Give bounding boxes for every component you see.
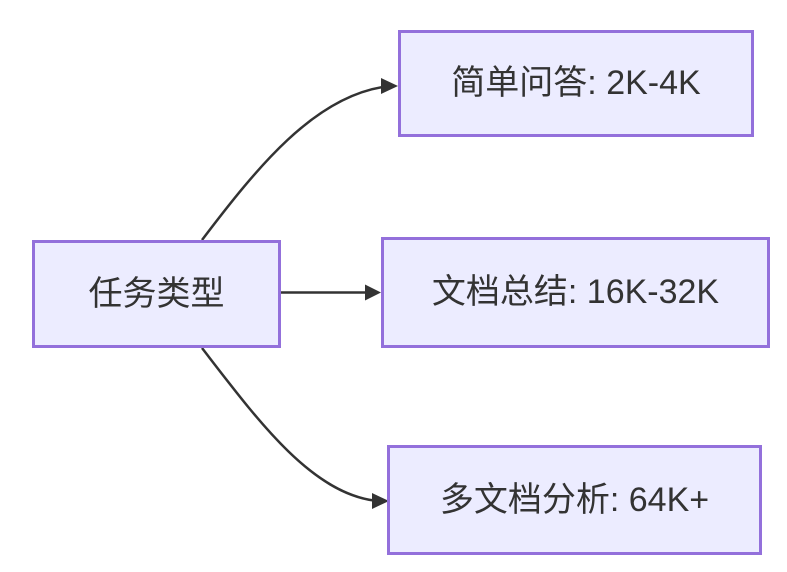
arrowhead-icon xyxy=(381,78,398,94)
node-multi-doc-label: 多文档分析: 64K+ xyxy=(439,480,710,519)
node-multi-doc: 多文档分析: 64K+ xyxy=(387,445,762,555)
edge-root-to-simple-qa xyxy=(201,85,384,241)
node-task-type-label: 任务类型 xyxy=(88,274,225,313)
arrowhead-icon xyxy=(372,493,389,509)
node-doc-summary-label: 文档总结: 16K-32K xyxy=(431,273,720,312)
node-doc-summary: 文档总结: 16K-32K xyxy=(381,237,770,348)
edge-root-to-multi-doc xyxy=(201,347,375,502)
arrowhead-icon xyxy=(365,284,381,301)
node-task-type: 任务类型 xyxy=(32,240,281,348)
node-simple-qa-label: 简单问答: 2K-4K xyxy=(451,64,701,103)
node-simple-qa: 简单问答: 2K-4K xyxy=(398,30,754,137)
